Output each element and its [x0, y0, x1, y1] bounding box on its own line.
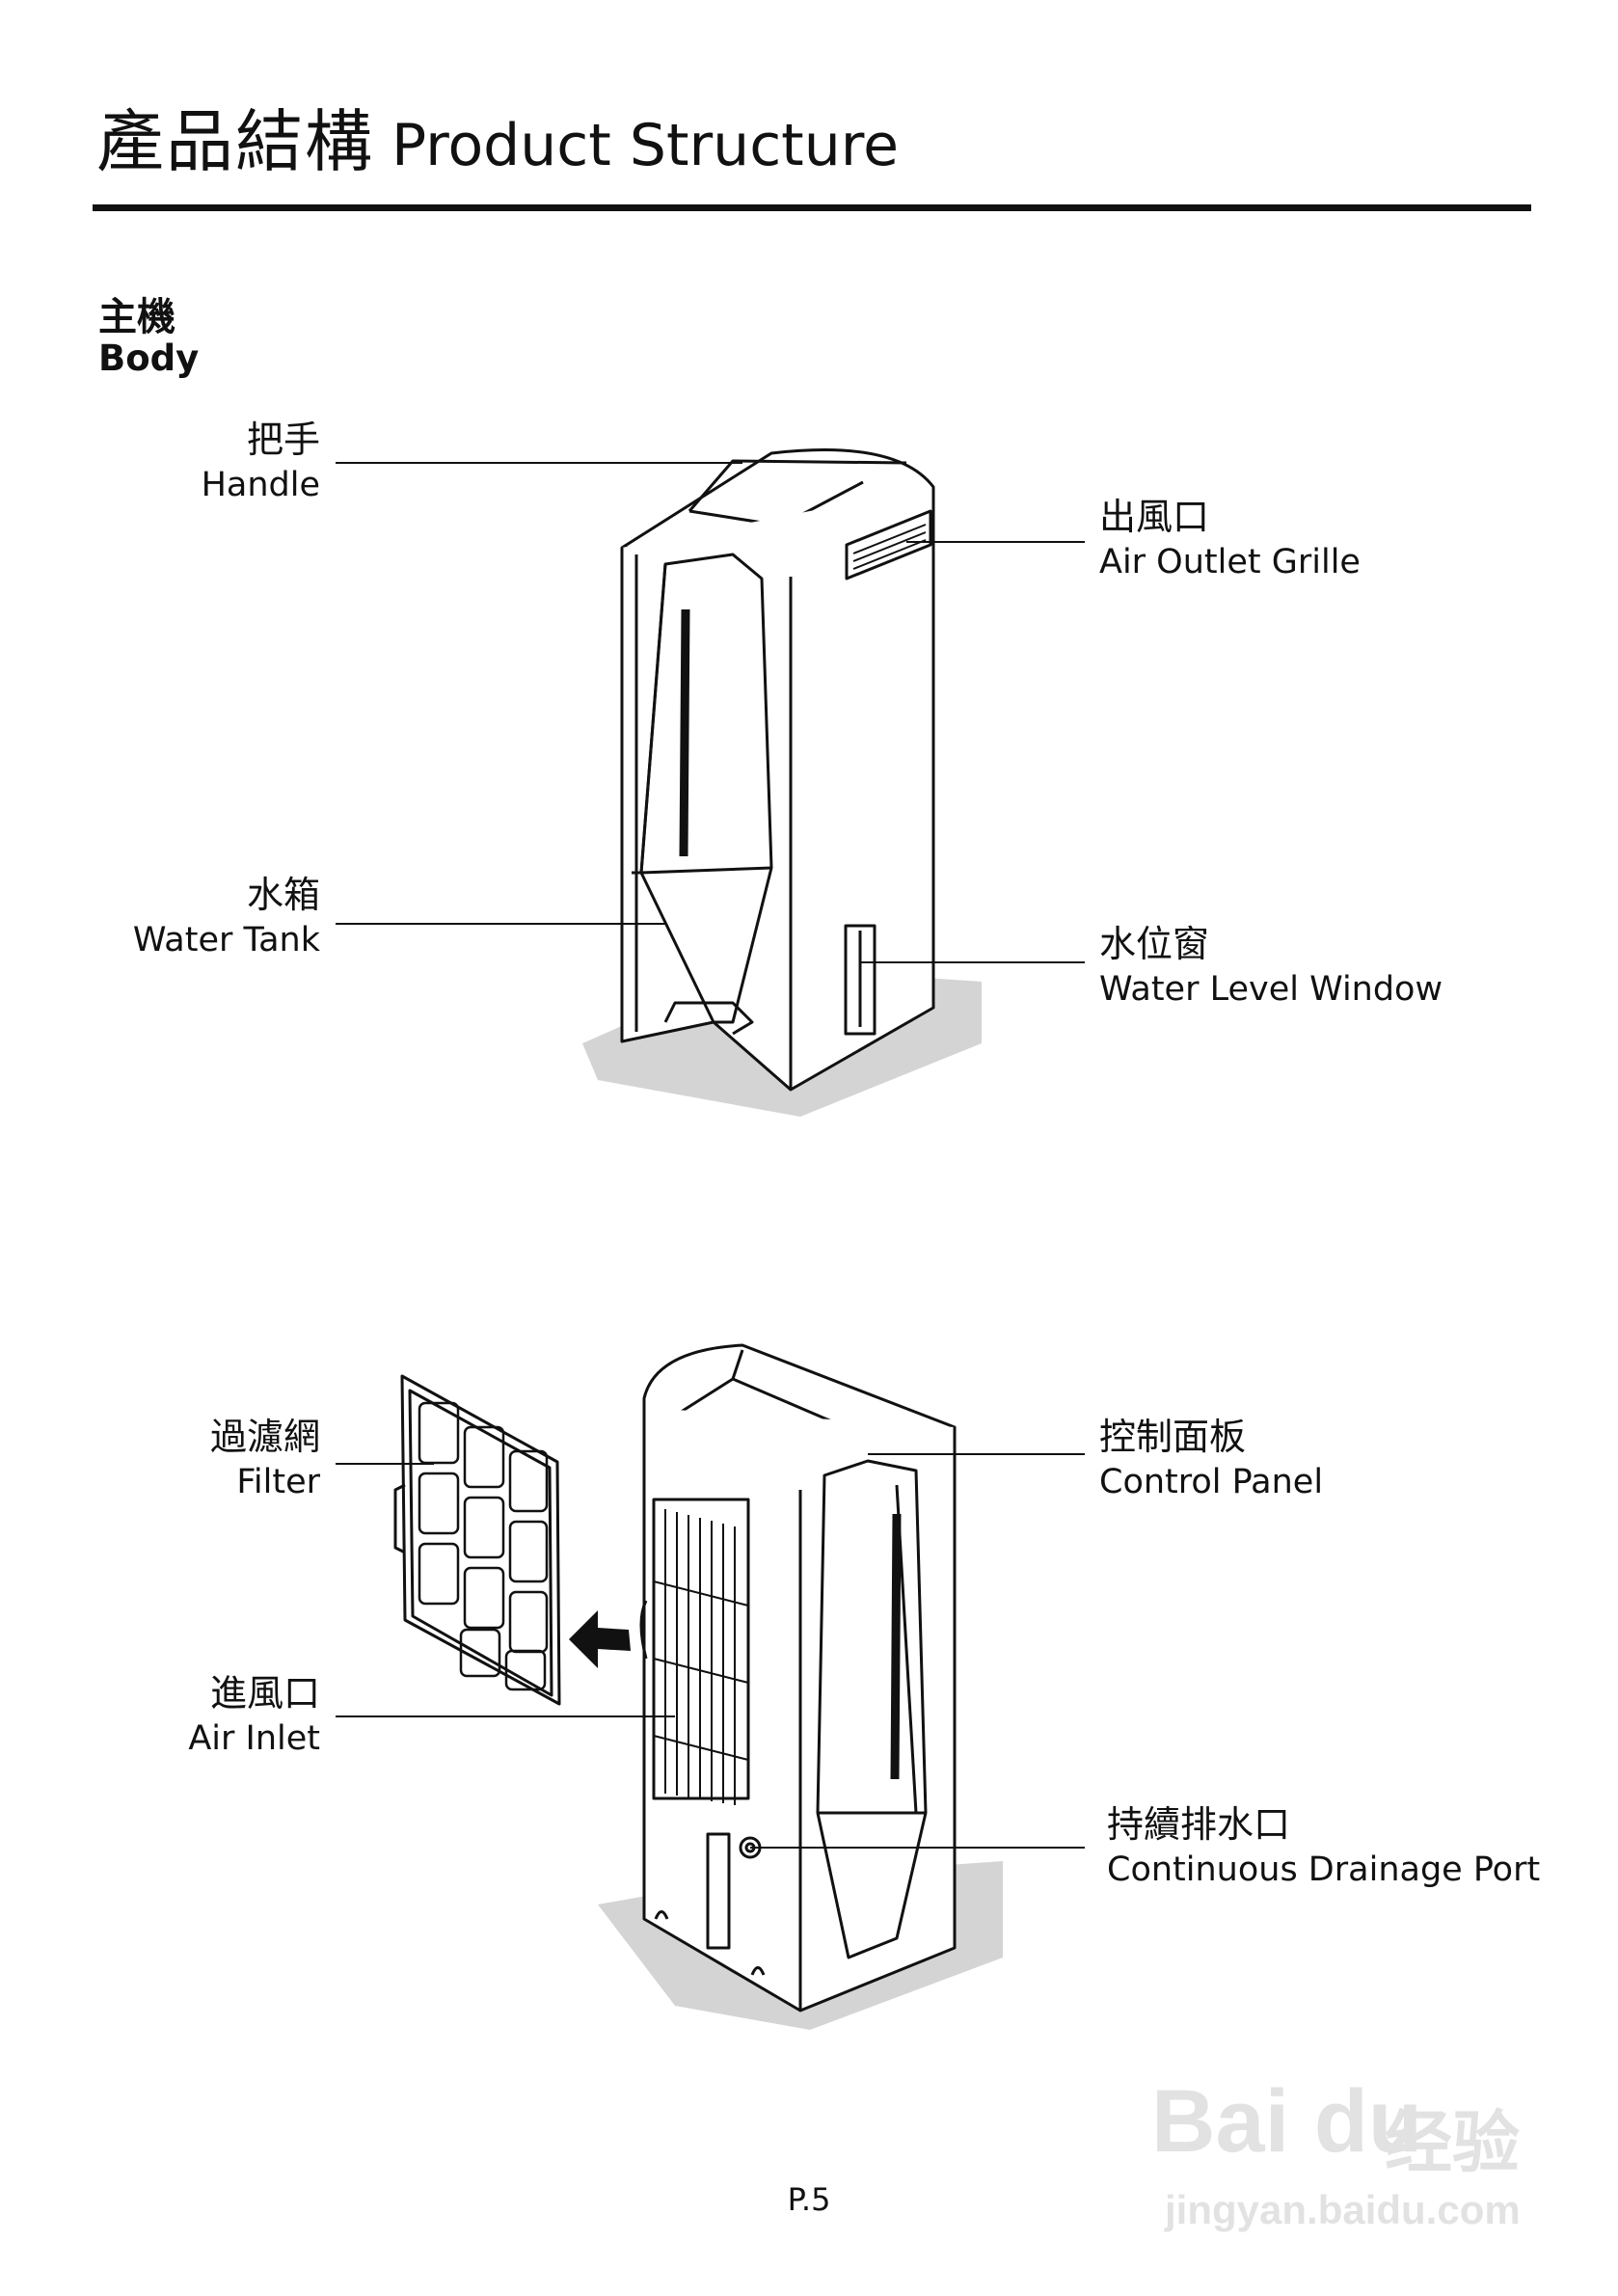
- label-air-outlet-en: Air Outlet Grille: [1099, 543, 1361, 582]
- label-filter: 過濾網 Filter: [145, 1414, 320, 1505]
- label-water-level-zh: 水位窗: [1099, 923, 1210, 965]
- label-water-level-window: 水位窗 Water Level Window: [1099, 921, 1443, 1013]
- label-air-inlet-zh: 進風口: [209, 1672, 320, 1715]
- filter-drawing: [393, 1374, 561, 1706]
- label-air-inlet-en: Air Inlet: [188, 1719, 320, 1759]
- watermark-logo: Bai du: [1151, 2072, 1423, 2171]
- label-control-panel-en: Control Panel: [1099, 1463, 1324, 1502]
- label-air-outlet: 出風口 Air Outlet Grille: [1099, 494, 1361, 585]
- page-number: P.5: [787, 2181, 831, 2218]
- label-control-panel: 控制面板 Control Panel: [1099, 1414, 1323, 1505]
- title-rule: [93, 204, 1531, 211]
- label-filter-zh: 過濾網: [209, 1416, 320, 1458]
- label-handle: 把手 Handle: [145, 417, 320, 508]
- label-water-tank-zh: 水箱: [246, 874, 320, 916]
- lower-unit-drawing: [569, 1343, 1003, 2030]
- label-air-outlet-zh: 出風口: [1099, 496, 1210, 538]
- label-handle-zh: 把手: [246, 419, 320, 461]
- watermark-url: jingyan.baidu.com: [1165, 2187, 1521, 2232]
- label-water-level-en: Water Level Window: [1099, 970, 1443, 1010]
- section-heading-en: Body: [98, 338, 200, 379]
- upper-unit-drawing: [582, 448, 982, 1117]
- label-handle-en: Handle: [201, 466, 320, 505]
- label-water-tank: 水箱 Water Tank: [96, 872, 320, 963]
- label-water-tank-en: Water Tank: [132, 921, 320, 960]
- label-filter-en: Filter: [236, 1463, 320, 1502]
- label-drainage-zh: 持續排水口: [1107, 1803, 1291, 1846]
- watermark-cn: 经验: [1385, 2103, 1520, 2182]
- page-title-en: Product Structure: [391, 112, 899, 179]
- baidu-watermark: Bai du 经验 jingyan.baidu.com: [1146, 2064, 1531, 2256]
- label-air-inlet: 進風口 Air Inlet: [145, 1670, 320, 1762]
- section-heading-zh: 主機: [98, 295, 175, 339]
- label-drainage-en: Continuous Drainage Port: [1107, 1850, 1541, 1890]
- page-title-zh: 產品結構: [96, 102, 374, 181]
- label-drainage-port: 持續排水口 Continuous Drainage Port: [1107, 1801, 1540, 1893]
- label-control-panel-zh: 控制面板: [1099, 1416, 1247, 1458]
